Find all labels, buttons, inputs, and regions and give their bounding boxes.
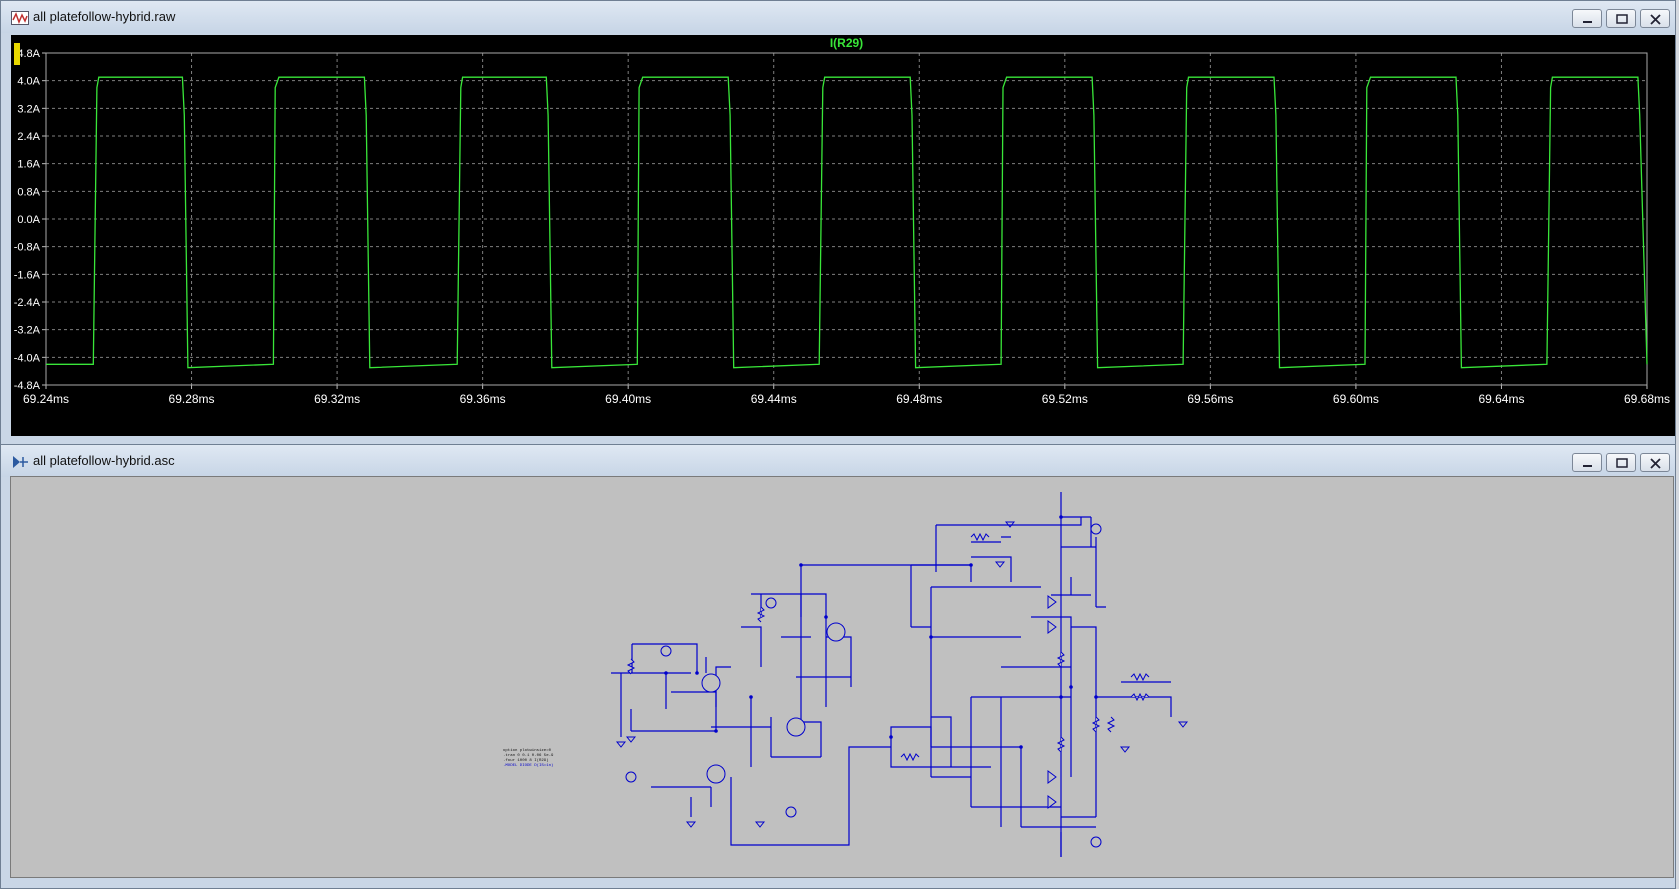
x-tick-label: 69.60ms	[1333, 392, 1379, 406]
y-tick-label: -3.2A	[14, 325, 41, 337]
spice-directive-line: .MODEL DIODE D(IS=1n)	[503, 764, 554, 768]
cursor-marker-icon	[14, 43, 20, 65]
schematic-drawing[interactable]	[11, 477, 1675, 879]
schematic-canvas[interactable]: option plotwinsize=0 .tran 0 0.1 0.06 5e…	[10, 476, 1674, 878]
x-tick-label: 69.48ms	[896, 392, 942, 406]
y-tick-label: -2.4A	[14, 297, 41, 309]
close-button[interactable]	[1640, 453, 1670, 472]
x-tick-label: 69.68ms	[1624, 392, 1670, 406]
x-tick-label: 69.36ms	[460, 392, 506, 406]
waveform-window-titlebar[interactable]: all platefollow-hybrid.raw	[1, 1, 1675, 33]
plot-frame	[45, 52, 1648, 386]
close-button[interactable]	[1640, 9, 1670, 28]
schematic-grounds	[615, 521, 1189, 828]
x-tick-label: 69.40ms	[605, 392, 651, 406]
y-tick-label: 0.0A	[17, 214, 40, 226]
waveform-viewer-icon	[11, 11, 29, 25]
minimize-icon	[1583, 465, 1592, 467]
y-tick-label: 2.4A	[17, 131, 40, 143]
waveform-plot[interactable]: 69.24ms 69.28ms 69.32ms 69.36ms 69.40ms 69.44…	[11, 35, 1675, 436]
x-tick-label: 69.32ms	[314, 392, 360, 406]
y-tick-label: -4.0A	[14, 352, 41, 364]
spice-directive-line: .tran 0 0.1 0.06 5e-9	[503, 754, 554, 758]
schematic-wires	[611, 492, 1172, 857]
x-tick-label: 69.28ms	[169, 392, 215, 406]
minimize-button[interactable]	[1572, 9, 1602, 28]
y-tick-label: 0.8A	[17, 186, 40, 198]
spice-directive-line: option plotwinsize=0	[503, 749, 552, 753]
y-tick-label: 1.6A	[17, 159, 40, 171]
waveform-chart[interactable]: 69.24ms 69.28ms 69.32ms 69.36ms 69.40ms 69.44…	[11, 35, 1675, 436]
spice-directives[interactable]: option plotwinsize=0 .tran 0 0.1 0.06 5e…	[503, 749, 553, 769]
minimize-button[interactable]	[1572, 453, 1602, 472]
restore-icon	[1616, 458, 1628, 468]
maximize-button[interactable]	[1606, 453, 1636, 472]
x-tick-label: 69.44ms	[751, 392, 797, 406]
spice-directive-line: .four 1000 8 I(R29)	[503, 759, 549, 763]
waveform-window-title: all platefollow-hybrid.raw	[33, 9, 176, 24]
y-tick-label: 4.8A	[17, 48, 40, 60]
restore-icon	[1616, 14, 1628, 24]
y-tick-label: -1.6A	[14, 269, 41, 281]
waveform-window[interactable]: all platefollow-hybrid.raw 69.24ms 69.28m…	[0, 0, 1676, 447]
y-tick-label: 3.2A	[17, 103, 40, 115]
schematic-window-title: all platefollow-hybrid.asc	[33, 453, 175, 468]
close-icon	[1650, 458, 1661, 469]
schematic-junctions	[664, 515, 1098, 749]
schematic-components	[625, 523, 1150, 848]
x-tick-label: 69.64ms	[1478, 392, 1524, 406]
x-tick-label: 69.56ms	[1187, 392, 1233, 406]
y-tick-label: -0.8A	[14, 242, 41, 254]
x-tick-label: 69.24ms	[23, 392, 69, 406]
trace-i-r29-	[46, 76, 1648, 369]
schematic-window-titlebar[interactable]: all platefollow-hybrid.asc	[1, 445, 1675, 477]
schematic-editor-icon	[13, 456, 28, 468]
minimize-icon	[1583, 21, 1592, 23]
y-tick-label: 4.0A	[17, 76, 40, 88]
x-tick-label: 69.52ms	[1042, 392, 1088, 406]
y-tick-label: -4.8A	[14, 380, 41, 392]
maximize-button[interactable]	[1606, 9, 1636, 28]
chart-title: I(R29)	[830, 36, 863, 50]
close-icon	[1650, 14, 1661, 25]
